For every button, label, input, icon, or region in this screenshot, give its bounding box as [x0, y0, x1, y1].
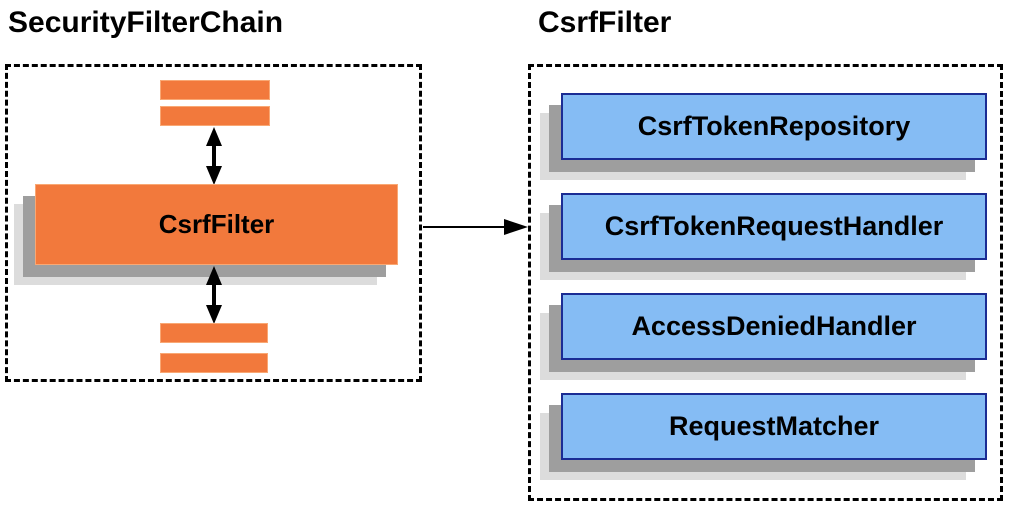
filter-placeholder-bar — [160, 353, 268, 373]
security-filter-chain-panel: CsrfFilter — [5, 64, 422, 382]
bidirectional-arrow-icon — [206, 266, 222, 324]
filter-placeholder-bar — [160, 106, 270, 126]
csrf-filter-label: CsrfFilter — [35, 184, 398, 265]
component-label: RequestMatcher — [561, 393, 987, 460]
security-filter-chain-title: SecurityFilterChain — [8, 6, 284, 39]
csrf-filter-panel: CsrfTokenRepository CsrfTokenRequestHand… — [528, 64, 1003, 501]
filter-placeholder-bar — [160, 80, 270, 100]
component-label: AccessDeniedHandler — [561, 293, 987, 360]
component-box-access-denied-handler: AccessDeniedHandler — [540, 293, 987, 380]
csrf-filter-title: CsrfFilter — [538, 6, 672, 39]
component-box-request-matcher: RequestMatcher — [540, 393, 987, 480]
component-box-csrf-token-request-handler: CsrfTokenRequestHandler — [540, 193, 987, 280]
association-arrow-icon — [423, 219, 528, 235]
bidirectional-arrow-icon — [206, 127, 222, 185]
filter-placeholder-bar — [160, 323, 268, 343]
csrf-filter-box: CsrfFilter — [14, 184, 398, 285]
component-box-csrf-token-repository: CsrfTokenRepository — [540, 93, 987, 180]
component-label: CsrfTokenRepository — [561, 93, 987, 160]
component-label: CsrfTokenRequestHandler — [561, 193, 987, 260]
